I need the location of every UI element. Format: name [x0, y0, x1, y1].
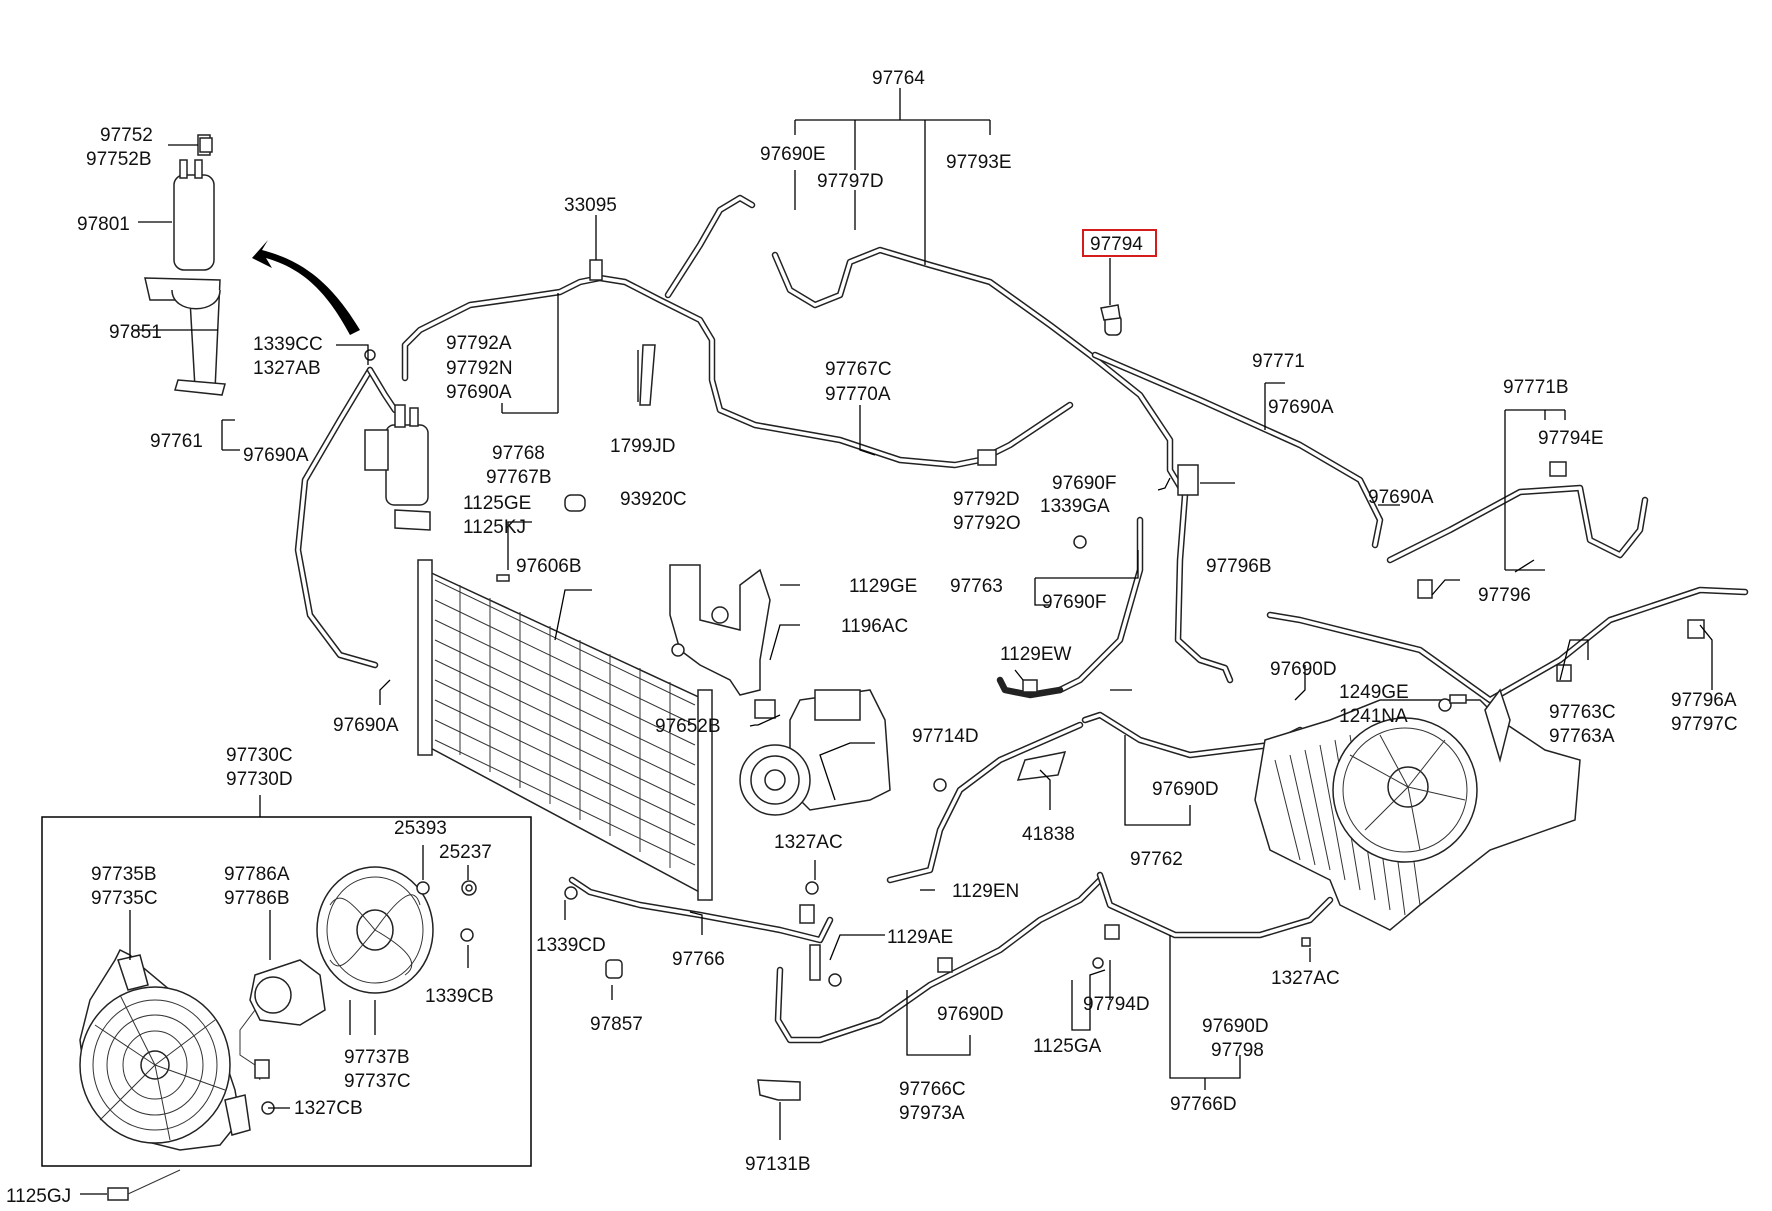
clip-97794[interactable] — [1100, 304, 1121, 321]
label-1129GE[interactable]: 1129GE — [849, 576, 917, 597]
label-1327CB[interactable]: 1327CB — [294, 1098, 363, 1119]
part-labels: 97764 97690E 97797D 97793E 97752 97752B … — [6, 68, 1738, 1207]
label-97767C[interactable]: 97767C — [825, 359, 892, 380]
direction-arrow — [252, 240, 360, 335]
label-97796A[interactable]: 97796A — [1671, 690, 1737, 711]
label-97786B[interactable]: 97786B — [224, 888, 290, 909]
label-97764[interactable]: 97764 — [872, 68, 925, 89]
highlight-box — [1082, 229, 1157, 257]
label-1327AB[interactable]: 1327AB — [253, 358, 321, 379]
label-1339CC[interactable]: 1339CC — [253, 334, 323, 355]
label-97735B[interactable]: 97735B — [91, 864, 157, 885]
label-97792D[interactable]: 97792D — [953, 489, 1020, 510]
label-97690A-2[interactable]: 97690A — [1268, 397, 1334, 418]
label-97762[interactable]: 97762 — [1130, 849, 1183, 870]
label-97767B[interactable]: 97767B — [486, 467, 552, 488]
label-97690D-3[interactable]: 97690D — [937, 1004, 1004, 1025]
label-97771B[interactable]: 97771B — [1503, 377, 1569, 398]
label-97690A-3[interactable]: 97690A — [243, 445, 309, 466]
label-97797C[interactable]: 97797C — [1671, 714, 1738, 735]
label-93920C[interactable]: 93920C — [620, 489, 687, 510]
cooling-fan-assembly — [1254, 688, 1581, 931]
label-97796B[interactable]: 97796B — [1206, 556, 1272, 577]
fittings — [107, 137, 1705, 1201]
label-97801[interactable]: 97801 — [77, 214, 130, 235]
label-97131B[interactable]: 97131B — [745, 1154, 811, 1175]
label-97763[interactable]: 97763 — [950, 576, 1003, 597]
label-97786A[interactable]: 97786A — [224, 864, 290, 885]
label-97798[interactable]: 97798 — [1211, 1040, 1264, 1061]
label-97763A[interactable]: 97763A — [1549, 726, 1615, 747]
label-97973A[interactable]: 97973A — [899, 1103, 965, 1124]
label-97690E[interactable]: 97690E — [760, 144, 826, 165]
label-97690A-4[interactable]: 97690A — [1368, 487, 1434, 508]
label-97794D[interactable]: 97794D — [1083, 994, 1150, 1015]
label-1125GJ[interactable]: 1125GJ — [6, 1186, 71, 1207]
label-33095[interactable]: 33095 — [564, 195, 617, 216]
label-97771[interactable]: 97771 — [1252, 351, 1305, 372]
label-97690D-4[interactable]: 97690D — [1202, 1016, 1269, 1037]
label-97766C[interactable]: 97766C — [899, 1079, 966, 1100]
label-25237[interactable]: 25237 — [439, 842, 492, 863]
compressor — [739, 689, 891, 816]
fan-kit-box — [41, 816, 532, 1167]
label-1339GA[interactable]: 1339GA — [1040, 496, 1110, 517]
label-97735C[interactable]: 97735C — [91, 888, 158, 909]
label-1249GE[interactable]: 1249GE — [1339, 682, 1409, 703]
label-97690D-1[interactable]: 97690D — [1270, 659, 1337, 680]
label-97857[interactable]: 97857 — [590, 1014, 643, 1035]
label-97690F-1[interactable]: 97690F — [1052, 473, 1116, 494]
label-97770A[interactable]: 97770A — [825, 384, 891, 405]
refrigerant-lines — [294, 194, 1749, 1044]
label-1327AC-1[interactable]: 1327AC — [774, 832, 843, 853]
label-97766[interactable]: 97766 — [672, 949, 725, 970]
label-97737B[interactable]: 97737B — [344, 1047, 410, 1068]
receiver-drier-top — [144, 134, 226, 396]
label-1125KJ[interactable]: 1125KJ — [463, 517, 526, 538]
label-97737C[interactable]: 97737C — [344, 1071, 411, 1092]
label-1327AC-2[interactable]: 1327AC — [1271, 968, 1340, 989]
label-97766D[interactable]: 97766D — [1170, 1094, 1237, 1115]
label-1125GE[interactable]: 1125GE — [463, 493, 531, 514]
label-97796[interactable]: 97796 — [1478, 585, 1531, 606]
label-97851[interactable]: 97851 — [109, 322, 162, 343]
label-97690A-5[interactable]: 97690A — [333, 715, 399, 736]
compressor-bracket — [669, 564, 771, 696]
label-97690A-1[interactable]: 97690A — [446, 382, 512, 403]
label-97792N[interactable]: 97792N — [446, 358, 513, 379]
label-1125GA[interactable]: 1125GA — [1033, 1036, 1102, 1057]
label-97714D[interactable]: 97714D — [912, 726, 979, 747]
label-97606B[interactable]: 97606B — [516, 556, 582, 577]
condenser — [417, 559, 713, 901]
label-97792O[interactable]: 97792O — [953, 513, 1021, 534]
label-97752[interactable]: 97752 — [100, 125, 153, 146]
receiver-drier-installed — [364, 404, 431, 531]
label-1339CD[interactable]: 1339CD — [536, 935, 606, 956]
label-97761[interactable]: 97761 — [150, 431, 203, 452]
label-97794E[interactable]: 97794E — [1538, 428, 1604, 449]
label-1129EW[interactable]: 1129EW — [1000, 644, 1072, 665]
label-1339CB[interactable]: 1339CB — [425, 986, 494, 1007]
label-97752B[interactable]: 97752B — [86, 149, 152, 170]
leader-lines — [80, 88, 1713, 1195]
label-97797D[interactable]: 97797D — [817, 171, 884, 192]
label-97792A[interactable]: 97792A — [446, 333, 512, 354]
label-97730D[interactable]: 97730D — [226, 769, 293, 790]
label-97768[interactable]: 97768 — [492, 443, 545, 464]
label-97730C[interactable]: 97730C — [226, 745, 293, 766]
label-1129EN[interactable]: 1129EN — [952, 881, 1019, 902]
label-41838[interactable]: 41838 — [1022, 824, 1075, 845]
label-97652B[interactable]: 97652B — [655, 716, 721, 737]
label-97690F-2[interactable]: 97690F — [1042, 592, 1106, 613]
label-97763C[interactable]: 97763C — [1549, 702, 1616, 723]
label-97794[interactable]: 97794 — [1090, 234, 1143, 255]
label-97793E[interactable]: 97793E — [946, 152, 1012, 173]
label-1129AE[interactable]: 1129AE — [887, 927, 953, 948]
label-25393[interactable]: 25393 — [394, 818, 447, 839]
label-1241NA[interactable]: 1241NA — [1339, 706, 1408, 727]
label-1799JD[interactable]: 1799JD — [610, 436, 676, 457]
label-97690D-2[interactable]: 97690D — [1152, 779, 1219, 800]
label-1196AC[interactable]: 1196AC — [841, 616, 908, 637]
